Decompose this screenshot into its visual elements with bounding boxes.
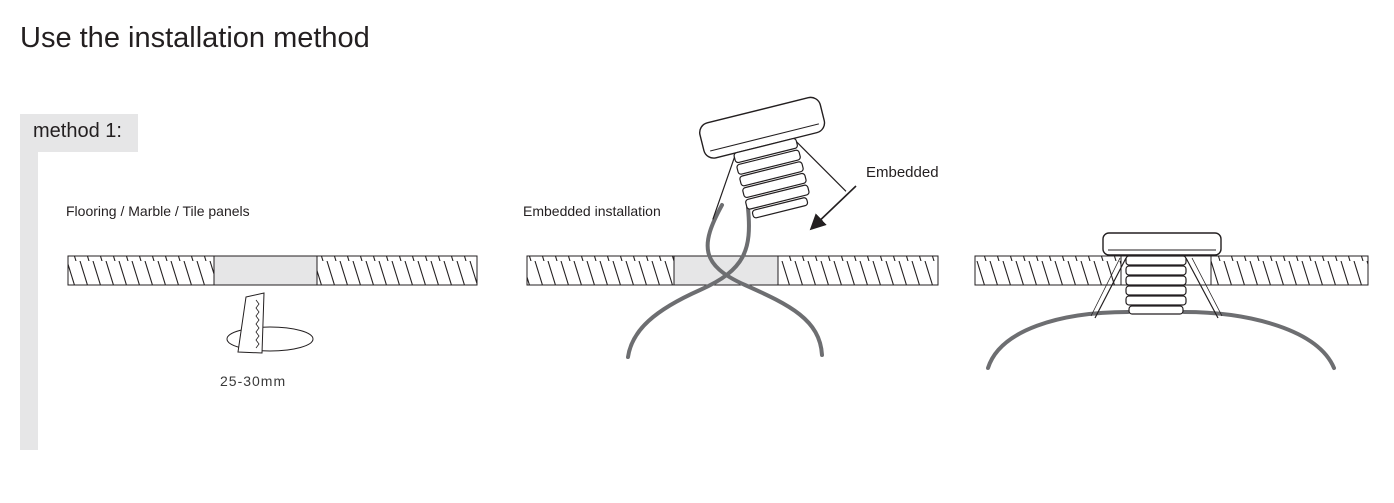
embedded-arrow xyxy=(809,185,857,231)
method-label: method 1: xyxy=(33,120,122,142)
step1-dimension-label: 25-30mm xyxy=(220,373,287,389)
step2-callout-label: Embedded xyxy=(866,164,939,181)
method-tab xyxy=(20,114,138,152)
step1-material-label: Flooring / Marble / Tile panels xyxy=(66,203,250,219)
step2-light-fixture xyxy=(699,96,847,220)
method-side-bar xyxy=(20,152,38,450)
step3-cables xyxy=(986,310,1336,370)
step2-label: Embedded installation xyxy=(523,203,661,219)
step1-panel xyxy=(67,255,478,286)
step2-cables xyxy=(626,203,824,359)
step2-panel xyxy=(526,255,939,286)
hole-saw-icon xyxy=(226,292,314,354)
step3-light-fixture xyxy=(1090,232,1223,319)
page-title: Use the installation method xyxy=(20,22,370,54)
